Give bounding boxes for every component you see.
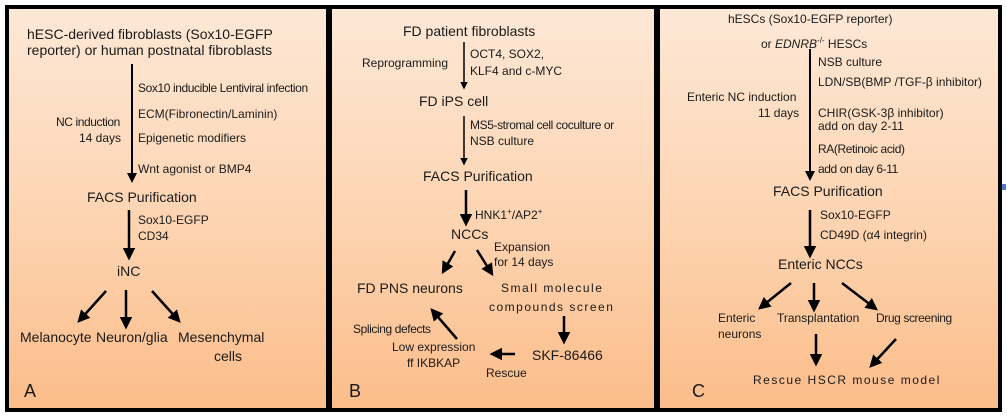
b-marker: HNK1+/AP2+ (475, 204, 542, 223)
panel-a (5, 5, 330, 412)
b-screen-2: compounds screen (489, 300, 615, 314)
a-condition-4: Wnt agonist or BMP4 (138, 162, 252, 176)
panel-a-letter: A (24, 381, 37, 401)
c-facs: FACS Purification (773, 183, 883, 199)
c-condition-3: CHIR(GSK-3β inhibitor) (818, 106, 944, 120)
b-splicing: Splicing defects (353, 322, 431, 336)
b-factors-2: KLF4 and c-MYC (470, 64, 563, 78)
b-marker-ap2: /AP2 (511, 208, 538, 222)
a-output-melanocyte: Melanocyte (20, 329, 92, 345)
c-marker-2: CD49D (α4 integrin) (820, 228, 927, 242)
a-induction-days: 14 days (79, 131, 122, 145)
c-condition-6: add on day 6-11 (818, 162, 898, 176)
c-induction-label: Enteric NC induction (687, 90, 797, 104)
c-output-drug-screening: Drug screening (876, 311, 952, 325)
b-screen-1: Small molecule (501, 281, 604, 295)
c-output-neurons: neurons (718, 327, 762, 341)
a-marker-2: CD34 (138, 229, 169, 243)
b-marker-sup2: + (537, 207, 543, 216)
panel-c (656, 5, 1002, 412)
panel-b (328, 5, 658, 412)
c-source-sup: -/- (817, 36, 825, 45)
c-output-enteric: Enteric (718, 311, 756, 325)
a-output-cells: cells (214, 348, 243, 364)
c-condition-2: LDN/SB(BMP /TGF-β inhibitor) (818, 75, 983, 89)
b-marker-sup1: + (507, 207, 512, 216)
c-condition-5: RA(Retinoic acid) (818, 142, 905, 156)
a-marker-1: Sox10-EGFP (138, 213, 209, 227)
b-factors-1: OCT4, SOX2, (470, 47, 545, 61)
c-output-transplantation: Transplantation (777, 311, 860, 325)
c-source-line2: or EDNRB-/- HESCs (761, 33, 867, 52)
c-rescue-model: Rescue HSCR mouse model (753, 373, 941, 387)
b-ips-cell: FD iPS cell (419, 93, 489, 109)
a-condition-3: Epigenetic modifiers (138, 131, 247, 145)
a-induction-label: NC induction (56, 115, 120, 129)
a-source-line2: reporter) or human postnatal fibroblasts (27, 42, 273, 58)
b-low-expression: Low expression (392, 340, 476, 354)
panel-c-letter: C (692, 381, 705, 401)
a-output-mesenchymal: Mesenchymal (178, 329, 265, 345)
b-culture-1: MS5-stromal cell coculture or (470, 118, 614, 132)
b-source: FD patient fibroblasts (403, 23, 536, 39)
a-condition-2: ECM(Fibronectin/Laminin) (138, 107, 278, 121)
b-reprogramming: Reprogramming (362, 56, 449, 70)
c-marker-1: Sox10-EGFP (820, 208, 891, 222)
b-ikbkap: ff IKBKAP (407, 356, 461, 370)
panel-b-letter: B (349, 381, 362, 401)
b-culture-2: NSB culture (470, 134, 535, 148)
c-source-line1: hESCs (Sox10-EGFP reporter) (728, 12, 893, 26)
c-source-gene: EDNRB (775, 37, 818, 51)
b-expansion-1: Expansion (494, 240, 551, 254)
b-rescue: Rescue (486, 366, 527, 380)
b-nccs: NCCs (451, 226, 489, 242)
a-source-line1: hESC-derived fibroblasts (Sox10-EGFP (27, 26, 273, 42)
c-source-or: or (761, 37, 776, 51)
b-compound: SKF-86466 (532, 347, 603, 363)
c-product: Enteric NCCs (778, 256, 863, 272)
c-condition-4: add on day 2-11 (818, 119, 904, 133)
b-expansion-2: for 14 days (494, 255, 554, 269)
c-source-hescs: HESCs (824, 37, 868, 51)
c-induction-days: 11 days (758, 106, 800, 120)
a-product: iNC (117, 263, 141, 279)
resize-handle[interactable] (1002, 184, 1006, 190)
a-facs: FACS Purification (87, 189, 197, 205)
b-neurons: FD PNS neurons (357, 280, 463, 296)
c-condition-1: NSB culture (818, 55, 883, 69)
b-facs: FACS Purification (423, 168, 533, 184)
b-marker-hnk1: HNK1 (475, 208, 508, 222)
a-condition-1: Sox10 inducible Lentiviral infection (138, 81, 308, 95)
a-output-neuron-glia: Neuron/glia (96, 329, 168, 345)
